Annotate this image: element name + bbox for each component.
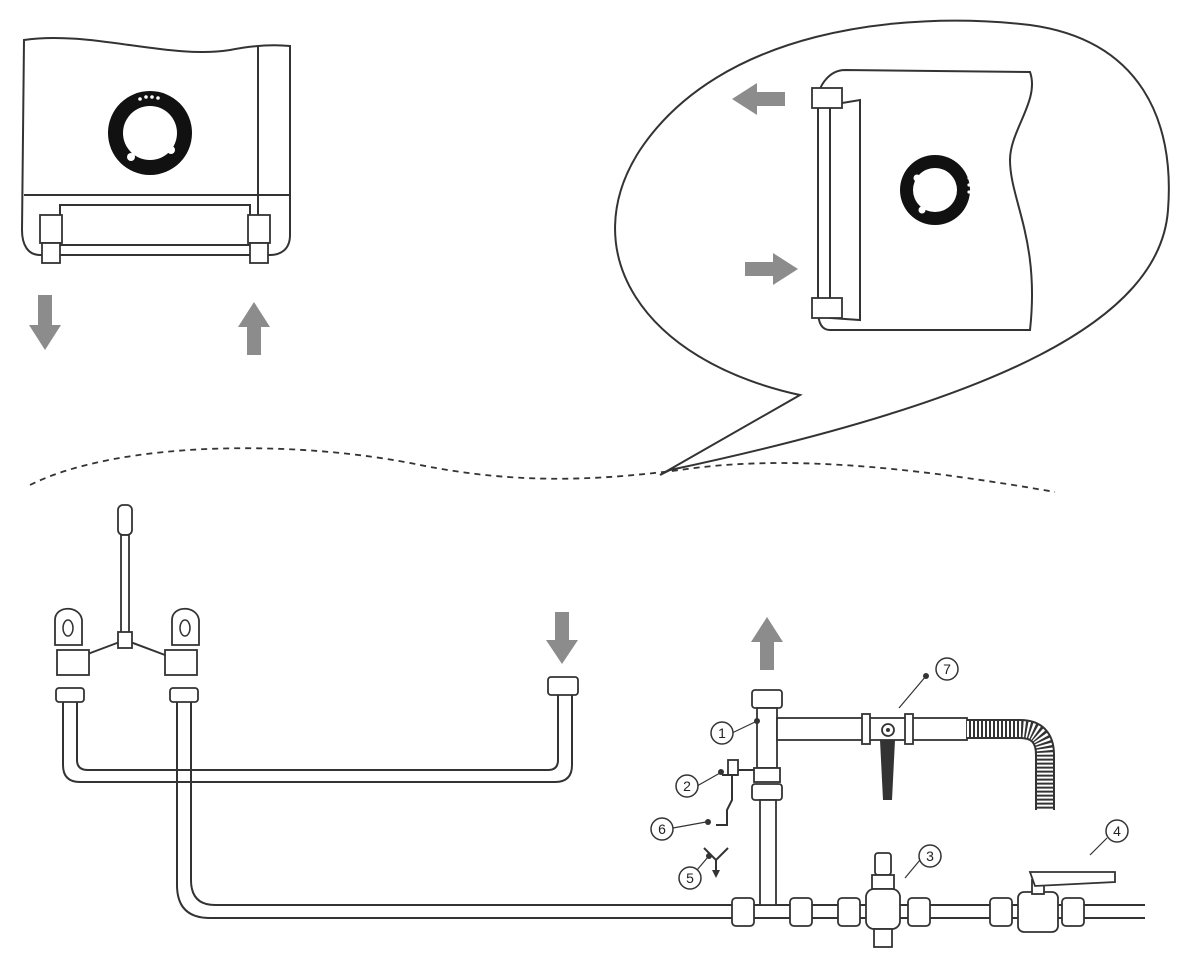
cold-water-pipe (169, 687, 1145, 919)
side-inlet-arrow (745, 253, 798, 285)
pressure-reducer (865, 852, 901, 948)
control-panel-ring-side (900, 155, 971, 225)
shutoff-valve-main (1017, 871, 1116, 933)
right-tap-handle (164, 607, 200, 676)
callout-7: 7 (898, 657, 959, 709)
callout-5: 5 (678, 853, 712, 890)
side-outlet-arrow (732, 83, 785, 115)
main-line-fittings (731, 897, 1085, 927)
outlet-connector (39, 214, 63, 264)
water-heater-side-view (811, 68, 1034, 331)
flexible-hose (967, 719, 1055, 810)
callout-5-label: 5 (686, 870, 694, 886)
riser-up-arrow (751, 617, 783, 670)
cold-water-in-arrow (238, 302, 270, 355)
callout-2-label: 2 (683, 778, 691, 794)
callout-3-label: 3 (926, 848, 934, 864)
callout-2: 2 (675, 769, 724, 798)
mixer-faucet (54, 504, 200, 676)
callout-6: 6 (650, 817, 711, 841)
callout-3: 3 (904, 844, 942, 879)
callout-4: 4 (1089, 819, 1129, 856)
hose-branch (776, 713, 968, 800)
wall-divider-dashed (29, 447, 1056, 493)
water-heater-front-view (20, 36, 291, 264)
safety-group-riser (751, 689, 783, 906)
callout-1-label: 1 (718, 725, 726, 741)
drain-valve (716, 759, 754, 826)
callout-4-label: 4 (1113, 823, 1121, 839)
detail-bubble (614, 19, 1170, 476)
inlet-connector (247, 214, 271, 264)
control-panel-ring (108, 91, 192, 175)
hot-water-pipe (55, 676, 579, 783)
callout-6-label: 6 (658, 821, 666, 837)
drain-funnel (703, 847, 729, 878)
callout-1: 1 (710, 718, 760, 745)
left-tap-handle (54, 607, 90, 676)
hot-pipe-arrow (546, 612, 578, 664)
callout-7-label: 7 (943, 661, 951, 677)
hot-water-out-arrow (29, 295, 61, 350)
